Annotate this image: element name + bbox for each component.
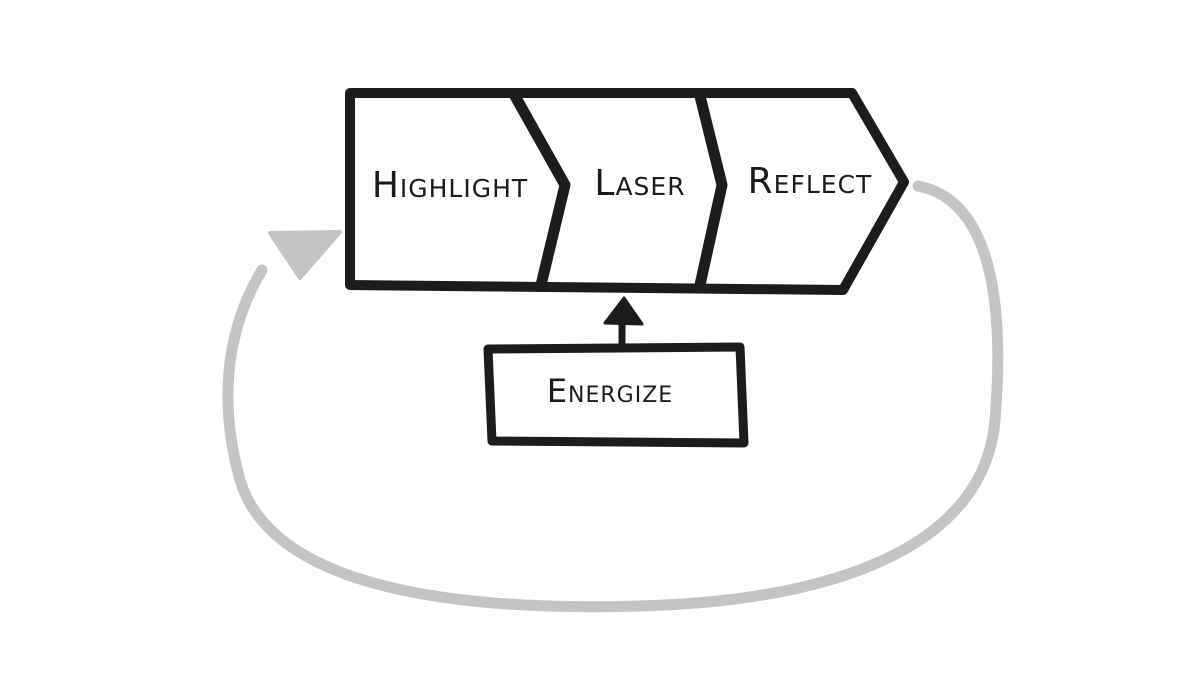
step-label-reflect: Reflect xyxy=(748,161,873,202)
feedback-loop-arrow xyxy=(222,180,1004,613)
feedback-loop-curve xyxy=(222,180,1004,613)
energize-arrow xyxy=(603,296,644,349)
energize-box: Energize xyxy=(483,342,749,448)
divider-highlight-laser xyxy=(509,90,571,291)
process-box: Highlight Laser Reflect xyxy=(345,88,909,295)
energize-arrowhead xyxy=(603,296,644,326)
process-box-outline xyxy=(345,88,909,295)
step-label-laser: Laser xyxy=(594,163,685,204)
step-label-highlight: Highlight xyxy=(372,165,528,206)
energize-label: Energize xyxy=(547,372,673,410)
energize-box-outline xyxy=(483,342,749,448)
feedback-loop-arrowhead xyxy=(268,230,342,280)
divider-laser-reflect xyxy=(694,90,728,291)
